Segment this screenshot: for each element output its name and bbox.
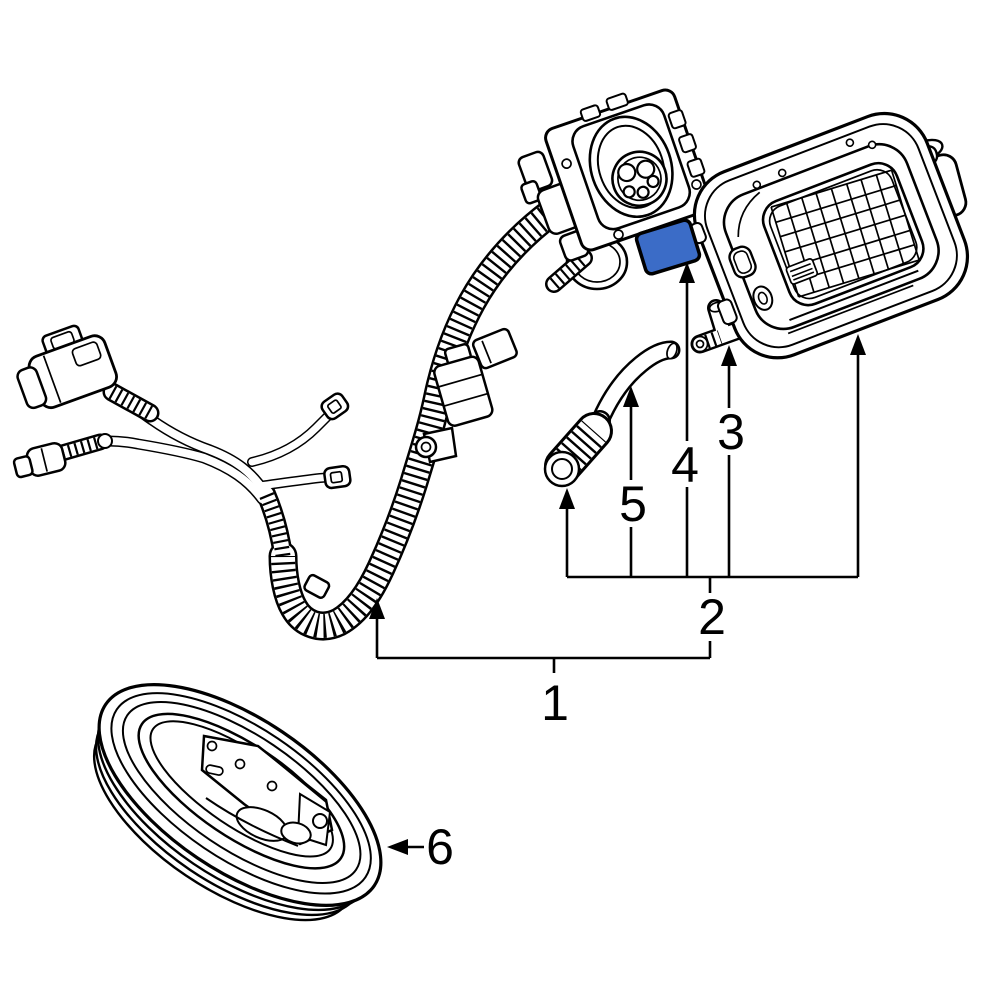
- highlighted-part-4[interactable]: [634, 218, 702, 276]
- harness-clamp: [414, 426, 458, 464]
- vent-hose-part: [543, 340, 681, 488]
- callout-label-3: 3: [717, 404, 745, 460]
- coil-inner-bracket: [200, 734, 334, 847]
- callout-label-1: 1: [541, 675, 569, 731]
- harness-end-connector-small: [12, 441, 67, 479]
- screw-hole: [691, 179, 702, 190]
- harness-branch-clip: [320, 392, 350, 421]
- harness-branch-clip: [323, 464, 352, 490]
- callout-label-2: 2: [698, 589, 726, 645]
- screw-hole: [561, 158, 572, 169]
- arrowhead-3: [721, 345, 737, 366]
- callout-label-5: 5: [619, 476, 647, 532]
- arrowhead-harness: [369, 598, 385, 619]
- arrowhead-hose-end: [559, 488, 575, 509]
- harness-mid-connector: [471, 327, 518, 370]
- arrowhead-door: [850, 334, 866, 355]
- charge-door-housing-part: [689, 111, 970, 360]
- arrowhead-4: [679, 262, 695, 283]
- harness-main-connector: [433, 342, 494, 427]
- harness-end-connector-large: [16, 324, 118, 410]
- callout-label-6: 6: [426, 819, 454, 875]
- screw-hole: [613, 229, 624, 240]
- selected-part-highlight[interactable]: [634, 218, 702, 276]
- coiled-cable-part: [92, 683, 383, 922]
- charge-port-assembly: [517, 88, 712, 293]
- callouts: 4 3 5 2 1 6: [369, 262, 866, 875]
- callout-label-4: 4: [671, 437, 699, 493]
- wiring-harness-part: [12, 197, 567, 641]
- arrowhead-6: [387, 839, 408, 855]
- arrowhead-5: [623, 386, 639, 407]
- harness-tube-clip: [303, 573, 331, 599]
